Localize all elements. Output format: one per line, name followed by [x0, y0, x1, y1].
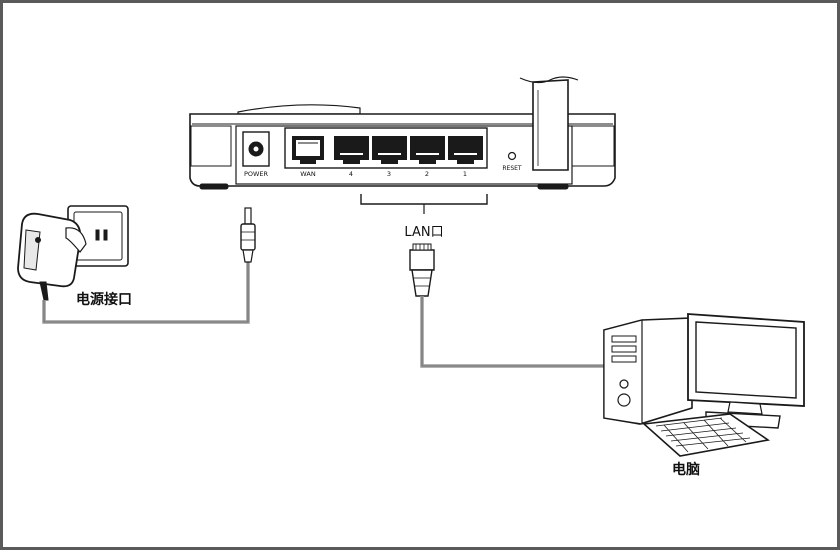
- power-adapter: [17, 212, 87, 301]
- port-label-power: POWER: [244, 170, 269, 178]
- keyboard-keys: [655, 417, 751, 453]
- keyboard: [642, 413, 771, 457]
- router-side-left: [190, 125, 232, 167]
- port-label-lan2: 2: [425, 170, 429, 178]
- lan-port-1: [448, 136, 483, 164]
- lan-port-4: [334, 136, 369, 164]
- power-port-label: 电源接口: [76, 291, 132, 308]
- rj45-plug: [409, 243, 435, 297]
- port-label-lan4: 4: [349, 170, 353, 178]
- wall-outlet: [67, 205, 129, 267]
- wan-port: [292, 136, 324, 164]
- router-foot-right: [537, 183, 569, 190]
- port-label-lan1: 1: [463, 170, 467, 178]
- port-label-lan3: 3: [387, 170, 391, 178]
- reset-button: [507, 151, 517, 161]
- router-top: [237, 104, 361, 115]
- port-label-wan: WAN: [300, 170, 316, 178]
- lan-bracket: [360, 194, 488, 205]
- port-label-reset: RESET: [502, 165, 522, 172]
- computer: [603, 313, 805, 457]
- router-side-right: [571, 125, 615, 167]
- router-foot-left: [199, 183, 229, 190]
- power-jack: [242, 131, 270, 167]
- monitor-screen: [695, 321, 797, 399]
- lan-port-3: [372, 136, 407, 164]
- antenna: [519, 76, 579, 171]
- computer-label: 电脑: [672, 461, 700, 478]
- ethernet-cable: [420, 296, 610, 368]
- lan-port-2: [410, 136, 445, 164]
- lan-port-label: LAN口: [404, 225, 443, 240]
- dc-plug: [240, 207, 256, 263]
